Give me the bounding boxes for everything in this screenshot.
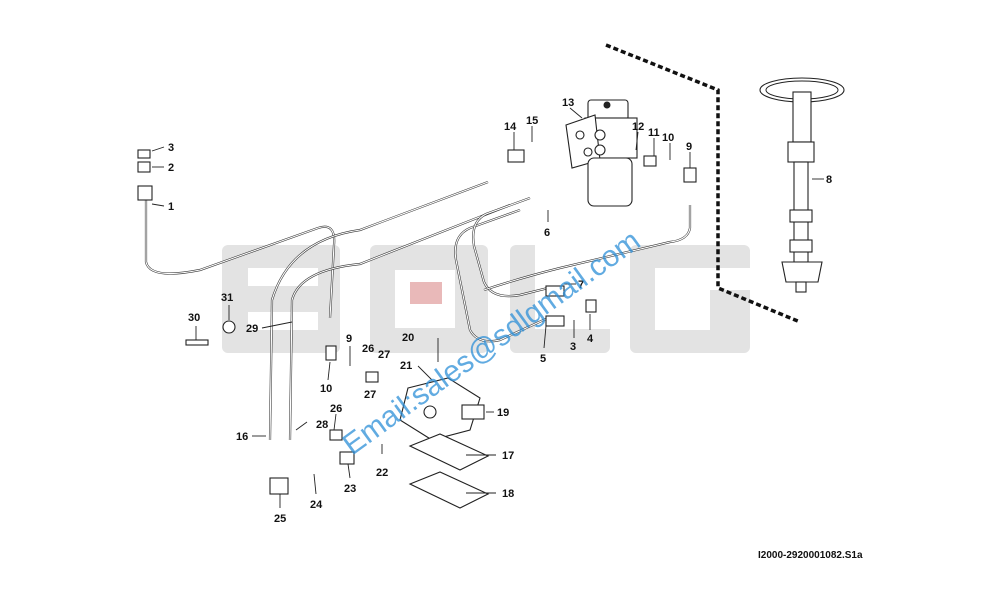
callout-labels: 3 2 1 31 30 29 9 10 26 27 20 21 27 26 28… [168, 97, 832, 525]
callout-6: 6 [544, 227, 550, 239]
callout-19: 19 [497, 407, 509, 419]
callout-8: 8 [826, 174, 832, 186]
steering-unit [565, 99, 638, 207]
callout-1: 1 [168, 201, 174, 213]
callout-27b: 27 [364, 389, 376, 401]
callout-31: 31 [221, 292, 233, 304]
hoses [144, 180, 692, 441]
callout-9: 9 [346, 333, 352, 345]
callout-30: 30 [188, 312, 200, 324]
callout-3b: 3 [570, 341, 576, 353]
callout-24: 24 [310, 499, 323, 511]
callout-12: 12 [632, 121, 644, 133]
dashed-connection-line [605, 43, 801, 324]
valve-block [399, 377, 490, 509]
callout-14: 14 [504, 121, 517, 133]
callout-10: 10 [320, 383, 332, 395]
callout-7: 7 [578, 279, 584, 291]
drawing-reference: I2000-2920001082.S1a [758, 550, 863, 561]
callout-26: 26 [362, 343, 374, 355]
callout-22: 22 [376, 467, 388, 479]
callout-17: 17 [502, 450, 514, 462]
callout-5: 5 [540, 353, 546, 365]
callout-25: 25 [274, 513, 286, 525]
callout-11: 11 [648, 127, 660, 139]
leader-lines [151, 107, 824, 508]
callout-15: 15 [526, 115, 538, 127]
callout-20: 20 [402, 332, 414, 344]
callout-26b: 26 [330, 403, 342, 415]
callout-29: 29 [246, 323, 258, 335]
callout-28: 28 [316, 419, 328, 431]
steering-column [759, 77, 845, 293]
callout-3: 3 [168, 142, 174, 154]
callout-23: 23 [344, 483, 356, 495]
callout-27: 27 [378, 349, 390, 361]
fittings [137, 149, 697, 495]
callout-13: 13 [562, 97, 574, 109]
callout-21: 21 [400, 360, 412, 372]
callout-16: 16 [236, 431, 248, 443]
callout-4: 4 [587, 333, 594, 345]
callout-10b: 10 [662, 132, 674, 144]
callout-9b: 9 [686, 141, 692, 153]
callout-2: 2 [168, 162, 174, 174]
callout-18: 18 [502, 488, 514, 500]
